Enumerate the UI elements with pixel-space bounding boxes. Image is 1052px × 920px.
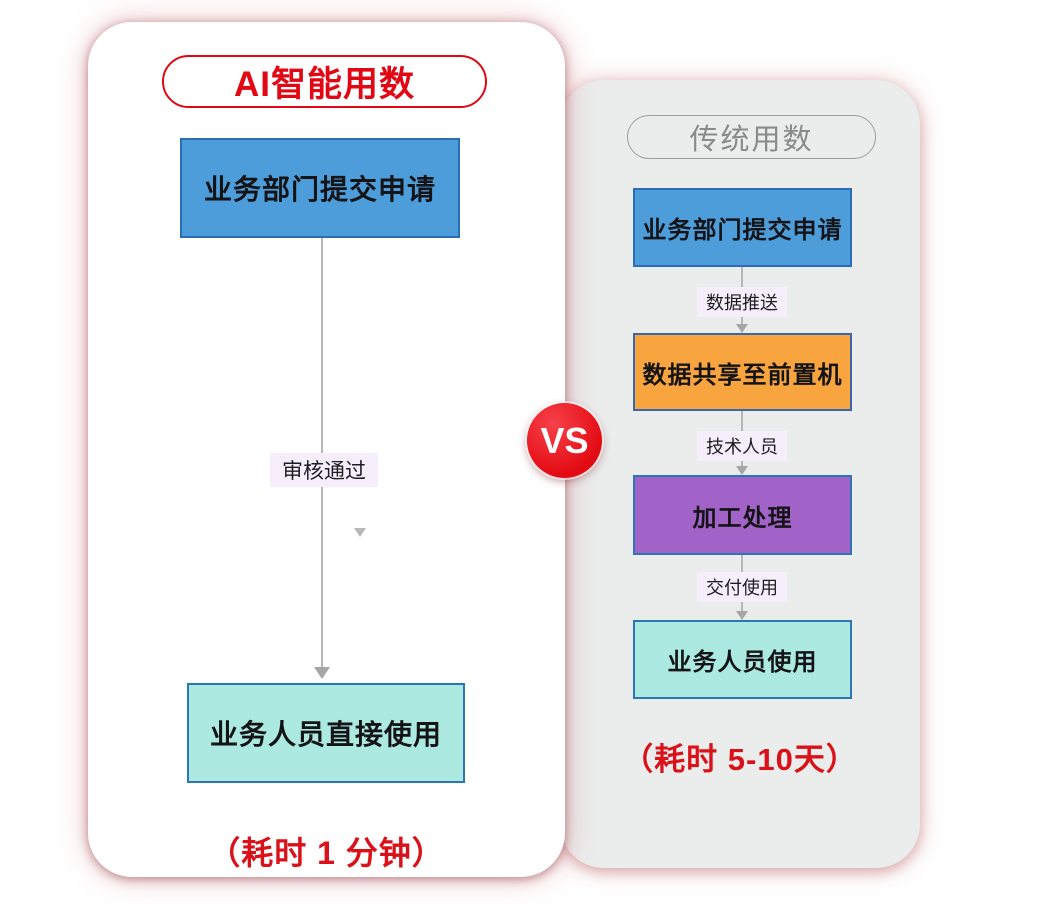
arrow-down-icon (736, 611, 748, 620)
connector-label-text: 数据推送 (706, 293, 778, 313)
arrow-down-icon (736, 466, 748, 475)
flow-node-submit-request: 业务部门提交申请 (180, 138, 460, 238)
connector-label-approved: 审核通过 (270, 453, 378, 487)
flow-node-processing: 加工处理 (633, 475, 852, 555)
flow-node-label: 加工处理 (692, 504, 793, 532)
duration-note-ai: （耗时 1 分钟） (208, 835, 445, 871)
arrow-down-icon (314, 667, 330, 679)
connector-label-text: 技术人员 (706, 437, 778, 457)
connector-label-tech-staff: 技术人员 (697, 431, 787, 461)
vs-badge: VS (527, 403, 602, 478)
ai-panel: AI智能用数 业务部门提交申请 审核通过 业务人员直接使用 （耗时 1 分钟） (88, 22, 565, 877)
flow-node-label: 业务部门提交申请 (203, 174, 436, 205)
duration-note-traditional: （耗时 5-10天） (622, 742, 858, 777)
flow-node-label: 业务部门提交申请 (642, 217, 843, 244)
ai-panel-title-pill: AI智能用数 (162, 55, 487, 108)
flow-node-business-use: 业务人员使用 (633, 620, 852, 699)
connector-label-text: 交付使用 (706, 578, 778, 598)
flow-node-submit-request: 业务部门提交申请 (633, 188, 852, 267)
vs-badge-label: VS (540, 419, 589, 461)
small-arrow-marker-icon (354, 528, 366, 537)
ai-panel-title: AI智能用数 (233, 65, 415, 104)
flow-node-label: 业务人员直接使用 (209, 719, 442, 750)
flow-node-label: 业务人员使用 (667, 649, 818, 676)
traditional-panel-title-pill: 传统用数 (627, 115, 876, 159)
traditional-panel: 传统用数 业务部门提交申请 数据推送 数据共享至前置机 技术人员 加工处理 交付… (560, 80, 920, 868)
flow-node-label: 数据共享至前置机 (642, 361, 843, 389)
flow-node-direct-use: 业务人员直接使用 (187, 683, 465, 783)
connector-label-text: 审核通过 (282, 460, 366, 483)
arrow-down-icon (736, 324, 748, 333)
connector-label-delivery: 交付使用 (697, 572, 787, 602)
connector-label-data-push: 数据推送 (697, 287, 787, 317)
flow-node-share-to-front-machine: 数据共享至前置机 (633, 333, 852, 411)
traditional-panel-title: 传统用数 (689, 124, 814, 156)
